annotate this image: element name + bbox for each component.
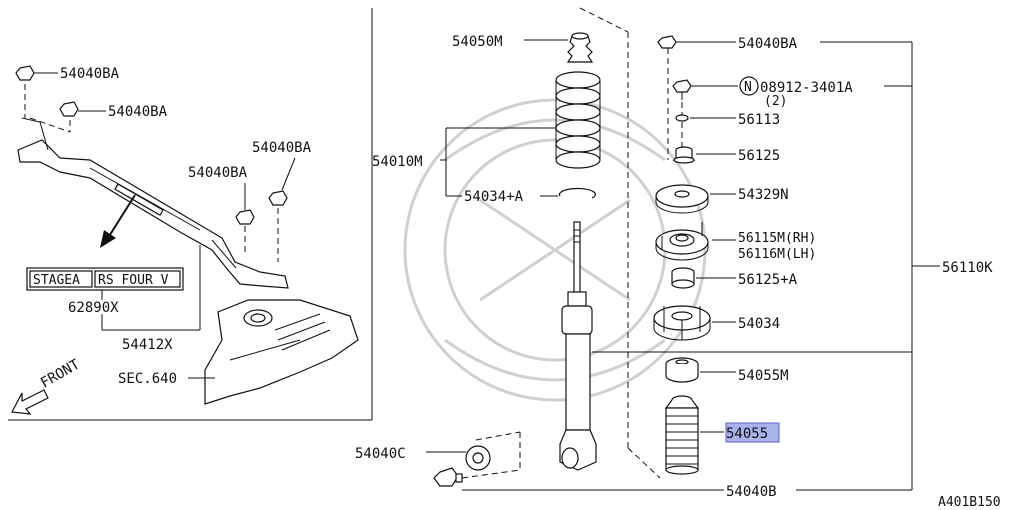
figure-id: A401B150 bbox=[938, 495, 1001, 510]
bolt-lower bbox=[465, 445, 491, 471]
bumper bbox=[665, 357, 699, 383]
bumper-label: 54055M bbox=[738, 368, 789, 384]
n-circle-marker: N bbox=[739, 76, 759, 96]
nut-n-label: 08912-3401A bbox=[760, 80, 853, 96]
bolt-label-3: 54040BA bbox=[252, 140, 312, 156]
top-nut-label: 54040BA bbox=[738, 36, 798, 52]
assembly-label: 56110K bbox=[942, 260, 993, 276]
bar-part-label: 54412X bbox=[122, 337, 173, 353]
bush-lower bbox=[671, 267, 695, 289]
upper-mount bbox=[655, 222, 709, 261]
emblem-plate: STAGEA RS FOUR V bbox=[26, 267, 184, 300]
bolt-bottom-label: 54040B bbox=[726, 484, 777, 500]
bolt-icon bbox=[268, 157, 296, 262]
dust-boot bbox=[664, 395, 700, 475]
right-panel: 54050M 54010M 54034+A bbox=[355, 7, 993, 500]
bush-upper-label: 56125 bbox=[738, 148, 780, 164]
lower-seat-label: 54034 bbox=[738, 316, 780, 332]
panel-frame bbox=[8, 8, 373, 421]
boot-label-highlight[interactable] bbox=[725, 422, 780, 443]
bush-upper bbox=[672, 146, 696, 164]
spring-label: 54010M bbox=[372, 154, 423, 170]
bolt-label-2: 54040BA bbox=[108, 104, 168, 120]
watermark-emblem bbox=[403, 98, 707, 402]
bolt-bottom bbox=[433, 467, 463, 487]
assembly-bracket bbox=[592, 42, 940, 491]
front-label: FRONT bbox=[38, 356, 83, 391]
bolt-icon bbox=[29, 101, 106, 133]
lower-seat bbox=[653, 305, 711, 341]
front-arrow-icon bbox=[11, 389, 49, 415]
left-panel: 54040BA 54040BA 54040BA 54040BA bbox=[11, 65, 359, 415]
strut-dashed-outline bbox=[461, 7, 683, 479]
n-marker: N bbox=[744, 80, 752, 95]
top-nut bbox=[657, 35, 677, 49]
coil-spring bbox=[555, 71, 601, 169]
plate bbox=[655, 184, 709, 214]
mount-rh-label: 56115M(RH) bbox=[738, 231, 816, 246]
emblem-part-label: 62890X bbox=[68, 300, 119, 316]
nut-n bbox=[672, 79, 692, 100]
bump-stop-label: 54050M bbox=[452, 34, 503, 50]
bolt-label-1: 54040BA bbox=[60, 66, 120, 82]
direction-arrow-icon bbox=[100, 194, 136, 248]
bolt-label-4: 54040BA bbox=[188, 165, 248, 181]
boot-label[interactable]: 54055 bbox=[726, 426, 768, 442]
spring-seat-label: 54034+A bbox=[464, 189, 524, 205]
bolt-icon bbox=[15, 65, 58, 118]
spring-seat-ring bbox=[558, 187, 596, 199]
emblem-text-1: STAGEA bbox=[33, 273, 80, 288]
mount-lh-label: 56116M(LH) bbox=[738, 247, 816, 262]
section-ref-label: SEC.640 bbox=[118, 371, 177, 387]
washer-label: 56113 bbox=[738, 112, 780, 128]
emblem-text-2: RS FOUR V bbox=[98, 273, 169, 288]
engine-cover bbox=[204, 299, 359, 405]
bolt-icon bbox=[235, 183, 255, 252]
bump-stop bbox=[566, 32, 594, 63]
nut-n-qty: (2) bbox=[764, 94, 787, 109]
plate-label: 54329N bbox=[738, 187, 789, 203]
strut-bar bbox=[17, 117, 289, 289]
washer bbox=[675, 114, 689, 122]
shock-absorber bbox=[559, 221, 597, 471]
bush-lower-label: 56125+A bbox=[738, 272, 798, 288]
bolt-lower-label: 54040C bbox=[355, 446, 406, 462]
